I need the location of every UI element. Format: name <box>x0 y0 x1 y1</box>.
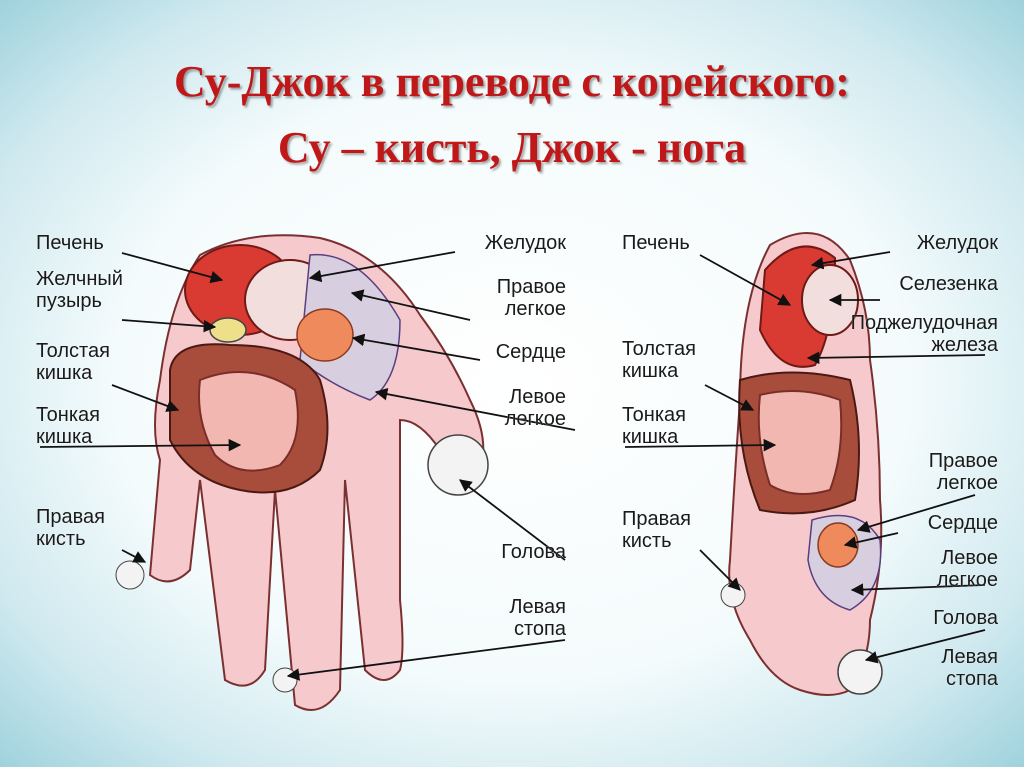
hand-label-left-lung: Левое легкое <box>504 386 566 430</box>
foot-label-heart: Сердце <box>927 512 998 534</box>
foot-label-liver: Печень <box>622 232 690 254</box>
foot-label-right-hand: Правая кисть <box>622 508 691 552</box>
foot-label-large-intestine: Толстая кишка <box>622 338 696 382</box>
hand-label-stomach: Желудок <box>484 232 566 254</box>
hand-label-left-foot: Левая стопа <box>509 596 566 640</box>
foot-leader-lines <box>624 251 986 664</box>
hand-label-gallbladder: Желчный пузырь <box>36 268 123 312</box>
foot-label-left-foot: Левая стопа <box>941 646 998 690</box>
hand-finger-point <box>272 667 298 693</box>
foot-heart <box>817 522 859 568</box>
hand-heart <box>296 308 354 362</box>
hand-label-head: Голова <box>501 541 566 563</box>
hand-label-right-lung: Правое легкое <box>496 276 566 320</box>
foot-label-stomach: Желудок <box>916 232 998 254</box>
foot-label-right-lung: Правое легкое <box>928 450 998 494</box>
foot-illustration <box>720 232 883 696</box>
foot-label-small-intestine: Тонкая кишка <box>622 404 686 448</box>
hand-label-large-intestine: Толстая кишка <box>36 340 110 384</box>
foot-label-pancreas: Поджелудочная железа <box>850 312 998 356</box>
foot-head-point <box>837 649 883 695</box>
foot-small-intestine <box>757 390 843 495</box>
hand-label-liver: Печень <box>36 232 104 254</box>
hand-illustration <box>115 234 489 711</box>
hand-gallbladder <box>209 317 247 343</box>
foot-label-head: Голова <box>933 607 998 629</box>
title-line-2: Су – кисть, Джок - нога <box>277 123 747 172</box>
title-line-1: Су-Джок в переводе с корейского: <box>174 57 850 106</box>
hand-label-right-hand: Правая кисть <box>36 506 105 550</box>
foot-toe-point <box>720 582 746 608</box>
hand-label-heart: Сердце <box>495 341 566 363</box>
hand-thumb-point <box>115 560 145 590</box>
hand-label-small-intestine: Тонкая кишка <box>36 404 100 448</box>
hand-head-point <box>427 434 489 496</box>
hand-leader-lines <box>39 251 576 681</box>
foot-label-left-lung: Левое легкое <box>936 547 998 591</box>
foot-label-spleen: Селезенка <box>899 273 998 295</box>
